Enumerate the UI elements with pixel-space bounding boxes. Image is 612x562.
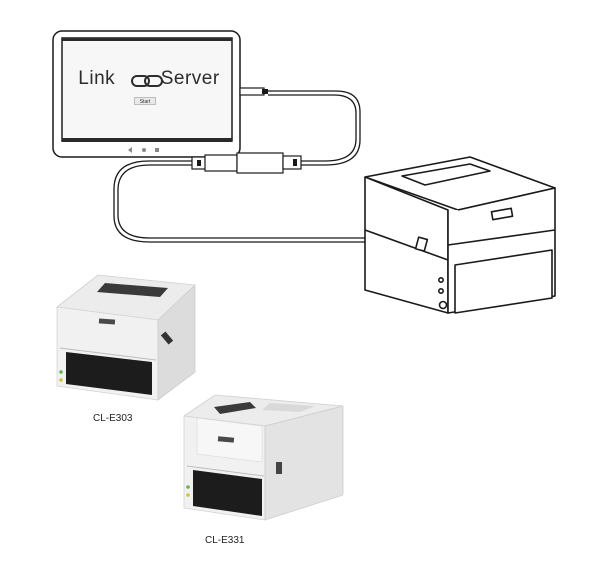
app-name-right: Server [160,68,220,89]
usb-adapter [191,152,302,174]
printer-line-art [364,156,556,314]
tablet [52,30,268,158]
printer-cl-e331 [182,394,344,521]
start-button[interactable]: Start [134,97,156,105]
app-name-left: Link [78,68,116,89]
link-chain-icon [131,75,163,87]
printer-caption-2: CL-E331 [205,535,245,546]
android-nav-icons [128,147,159,153]
printer-caption-1: CL-E303 [93,413,133,424]
printer-cl-e303 [55,274,196,401]
usb-cable [113,90,370,243]
app-title: Link Server [64,68,234,90]
